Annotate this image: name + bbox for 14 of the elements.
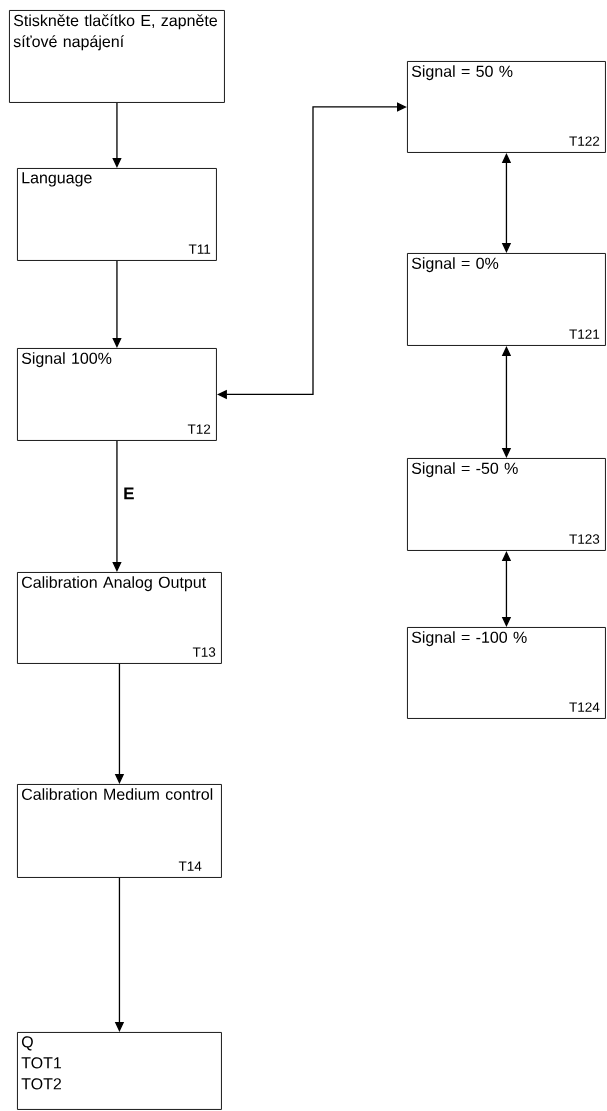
process-box: Language T11 bbox=[17, 168, 217, 261]
arrow bbox=[112, 102, 122, 168]
arrow bbox=[112, 440, 122, 572]
edge-label: E bbox=[122, 486, 136, 501]
arrow bbox=[112, 260, 122, 348]
process-box: Signal = -50 % T123 bbox=[407, 458, 606, 551]
process-box: Signal = 0% T121 bbox=[407, 253, 606, 346]
process-box: Calibration Medium control T14 bbox=[17, 784, 222, 878]
process-box: Q TOT1 TOT2 bbox=[17, 1032, 222, 1110]
process-box: Calibration Analog Output T13 bbox=[17, 572, 222, 664]
process-box: Signal = -100 % T124 bbox=[407, 627, 606, 719]
process-box: Stiskněte tlačítko E, zapněte síťové napájení bbox=[9, 10, 225, 103]
process-box: Signal 100% T12 bbox=[17, 348, 217, 441]
process-box: Signal = 50 % T122 bbox=[407, 61, 606, 153]
